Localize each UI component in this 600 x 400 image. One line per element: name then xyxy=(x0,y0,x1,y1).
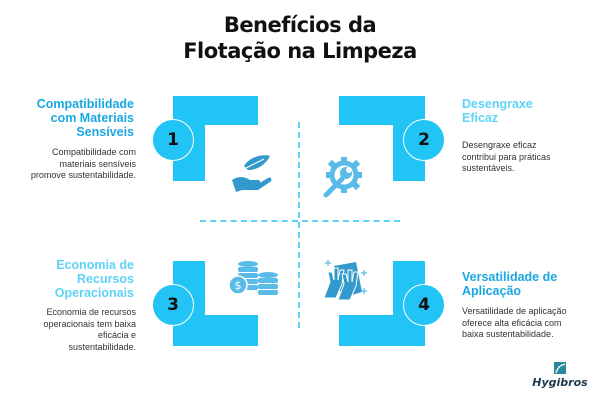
description-line: operacionais tem baixa xyxy=(43,318,136,329)
horizontal-divider xyxy=(200,220,400,222)
description-line: baixa sustentabilidade. xyxy=(462,329,554,339)
heading-line: com Materiais xyxy=(50,111,134,125)
heading-line: Eficaz xyxy=(462,111,499,125)
description-line: sustentáveis. xyxy=(462,163,515,173)
description-line: eficácia e xyxy=(97,330,136,340)
page-title: Benefícios da Flotação na Limpeza xyxy=(0,12,600,64)
description-line: sustentabilidade. xyxy=(68,341,136,352)
vertical-divider xyxy=(298,122,300,328)
cleaning-hands-icon xyxy=(323,260,367,301)
heading-line: Operacionais xyxy=(54,286,134,300)
heading-line: Desengraxe xyxy=(462,97,533,111)
item-4-description: Versatilidade de aplicação oferece alta … xyxy=(462,306,592,341)
heading-line: Recursos xyxy=(77,272,134,286)
gear-wrench-icon xyxy=(323,157,362,198)
number-badge-2: 2 xyxy=(403,119,445,161)
description-line: contribui para práticas xyxy=(462,151,551,162)
item-4-heading: Versatilidade de Aplicação xyxy=(462,270,592,298)
number-badge-3: 3 xyxy=(152,284,194,326)
item-1-description: Compatibilidade com materiais sensíveis … xyxy=(10,147,136,182)
title-line-1: Benefícios da xyxy=(223,13,377,37)
hand-leaf-icon xyxy=(232,155,272,192)
coins-dollar-icon: $ xyxy=(228,261,278,295)
item-3-description: Economia de recursos operacionais tem ba… xyxy=(10,307,136,353)
description-line: Economia de recursos xyxy=(46,307,136,317)
title-line-2: Flotação na Limpeza xyxy=(183,39,417,63)
heading-line: Economia de xyxy=(56,258,134,272)
description-line: promove sustentabilidade. xyxy=(30,170,136,180)
brand-logo: Hygibros xyxy=(530,360,590,389)
description-line: Versatilidade de aplicação xyxy=(462,306,567,316)
description-line: Compatibilidade com xyxy=(51,147,136,157)
description-line: oferece alta eficácia com xyxy=(462,317,562,328)
heading-line: Compatibilidade xyxy=(36,97,134,111)
number-badge-4: 4 xyxy=(403,284,445,326)
number-badge-1: 1 xyxy=(152,119,194,161)
heading-line: Aplicação xyxy=(462,284,522,298)
logo-text: Hygibros xyxy=(532,376,588,389)
description-line: Desengraxe eficaz xyxy=(462,140,537,150)
logo-mark-icon xyxy=(554,362,566,374)
svg-text:$: $ xyxy=(235,279,242,292)
heading-line: Sensíveis xyxy=(76,125,134,139)
item-3-heading: Economia de Recursos Operacionais xyxy=(20,258,134,300)
item-2-description: Desengraxe eficaz contribui para prática… xyxy=(462,140,592,175)
item-2-heading: Desengraxe Eficaz xyxy=(462,97,592,125)
item-1-heading: Compatibilidade com Materiais Sensíveis xyxy=(20,97,134,139)
description-line: materiais sensíveis xyxy=(59,158,136,169)
heading-line: Versatilidade de xyxy=(462,270,558,284)
